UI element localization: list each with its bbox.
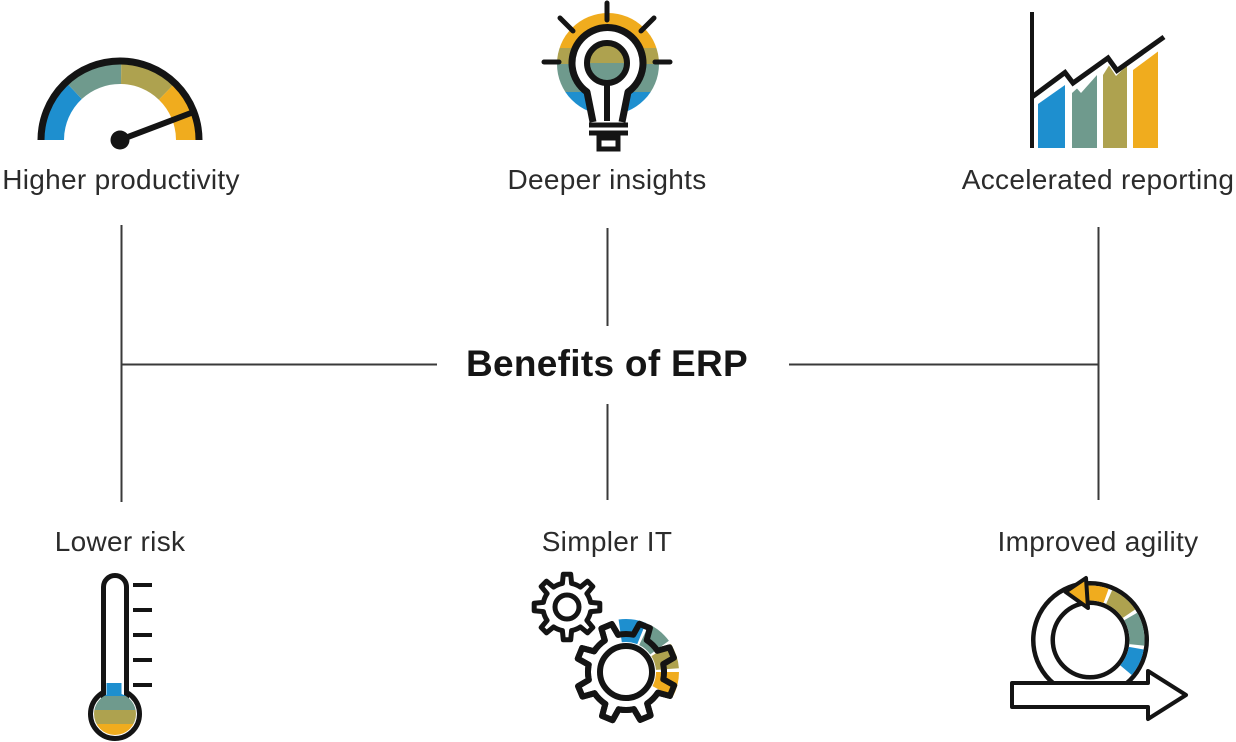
benefit-label-lower-risk: Lower risk: [54, 526, 186, 557]
benefit-label-improved-agility: Improved agility: [997, 526, 1199, 557]
thermometer-icon: [88, 573, 152, 741]
gauge-icon: [37, 57, 203, 150]
large-gear-outline: [574, 620, 678, 724]
agile-loop-icon: [1010, 576, 1188, 721]
loop-segment-olive: [1105, 590, 1136, 619]
chart-bars: [1038, 51, 1158, 148]
diagram-title: Benefits of ERP: [465, 343, 749, 384]
large-gear-hole: [597, 643, 655, 701]
small-gear-hole: [552, 592, 582, 622]
gauge-hub: [110, 130, 130, 150]
forward-arrow: [1010, 669, 1188, 721]
bulb-rays: [541, 0, 673, 65]
benefit-label-deeper-insights: Deeper insights: [507, 164, 707, 195]
benefit-label-accelerated-reporting: Accelerated reporting: [961, 164, 1235, 195]
gauge-rim: [37, 57, 203, 141]
benefit-label-simpler-it: Simpler IT: [541, 526, 673, 557]
gauge-segment-olive: [121, 63, 174, 100]
benefit-label-higher-productivity: Higher productivity: [2, 164, 240, 195]
thermometer-tube: [101, 573, 129, 703]
gauge-segment-sage: [67, 62, 122, 99]
thermometer-ticks: [133, 583, 152, 687]
chart-trend-line: [1030, 34, 1166, 100]
gauge-needle: [117, 110, 194, 143]
bar-chart-icon: [1030, 12, 1166, 148]
lightbulb-icon: [541, 0, 673, 152]
gauge-segment-blue: [43, 83, 82, 140]
gauge-segment-orange: [158, 84, 197, 140]
loop-segment-blue: [1120, 646, 1144, 676]
loop-arrowhead: [1063, 576, 1090, 610]
loop-segment-sage: [1124, 612, 1145, 646]
connector-lines: [120, 225, 1100, 502]
bulb-base: [589, 122, 628, 152]
gears-icon: [531, 571, 679, 724]
